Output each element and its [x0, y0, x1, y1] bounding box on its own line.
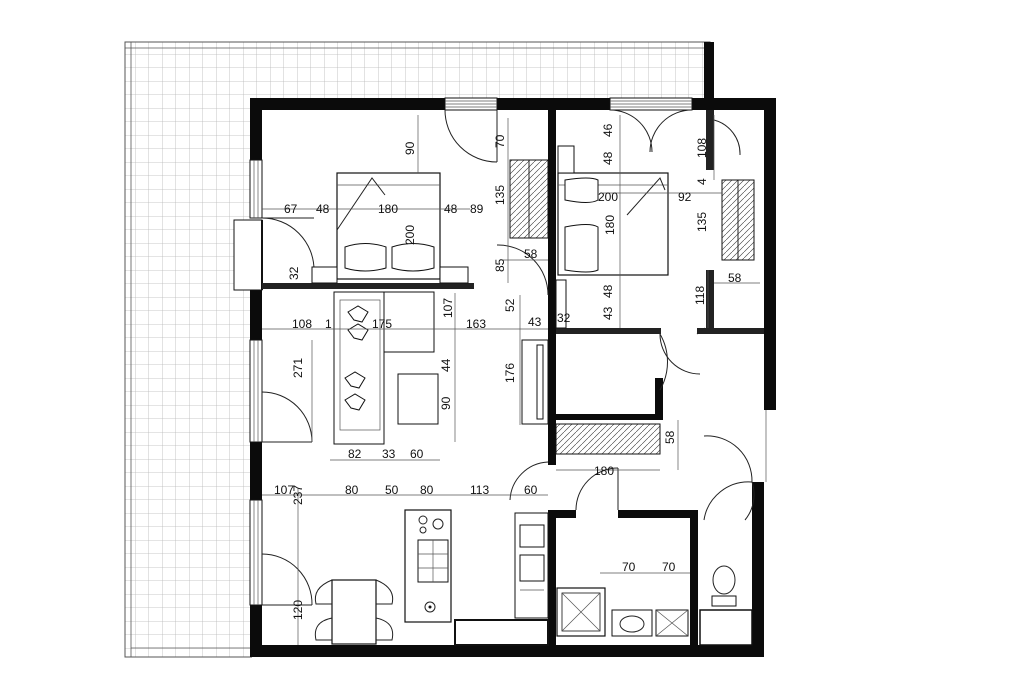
dim-label: 80 — [345, 483, 359, 497]
dim-label: 89 — [470, 202, 484, 216]
exterior-walls — [250, 98, 776, 657]
dim-label: 70 — [662, 560, 676, 574]
dim-label: 50 — [385, 483, 399, 497]
dim-label: 108 — [292, 317, 312, 331]
hall-wardrobe — [555, 423, 661, 455]
dim-label: 60 — [524, 483, 538, 497]
dim-label: 33 — [382, 447, 396, 461]
interior-walls — [262, 110, 764, 646]
dimension-labels: 180 200 90 67 48 48 89 70 135 85 58 200 … — [274, 123, 742, 620]
dim-label: 43 — [601, 306, 615, 320]
washing-machine — [655, 609, 689, 637]
dim-label: 58 — [524, 247, 538, 261]
dim-label: 90 — [403, 141, 417, 155]
dim-label: 46 — [601, 123, 615, 137]
dim-label: 48 — [601, 151, 615, 165]
dim-label: 120 — [291, 600, 305, 620]
window-left-bedroom — [233, 159, 263, 291]
dim-label: 48 — [316, 202, 330, 216]
dim-label: 58 — [728, 271, 742, 285]
dim-label: 70 — [493, 134, 507, 148]
wardrobe-left — [509, 159, 549, 239]
washbasin — [611, 609, 653, 637]
window-top-left — [444, 97, 498, 111]
dim-label: 67 — [284, 202, 298, 216]
dim-label: 108 — [695, 138, 709, 158]
dim-label: 271 — [291, 358, 305, 378]
toilet — [711, 565, 737, 607]
dim-label: 135 — [493, 185, 507, 205]
dimension-lines — [262, 115, 760, 645]
dim-label: 60 — [410, 447, 424, 461]
dim-label: 107 — [274, 483, 294, 497]
bed-left — [311, 172, 469, 284]
dim-label: 90 — [439, 396, 453, 410]
window-left-kitchen — [249, 499, 263, 606]
tv-unit — [521, 339, 549, 425]
dim-label: 85 — [493, 258, 507, 272]
dim-label: 82 — [348, 447, 362, 461]
dim-label: 118 — [693, 286, 707, 305]
sofa — [333, 291, 435, 445]
dim-label: 237 — [291, 485, 305, 505]
shower — [556, 587, 606, 637]
dim-label: 32 — [557, 311, 571, 325]
dim-label: 48 — [444, 202, 458, 216]
dim-label: 180 — [594, 464, 614, 478]
kitchen-island — [404, 509, 452, 623]
dim-label: 1 — [325, 317, 332, 331]
dim-label: 176 — [503, 363, 517, 383]
dim-label: 70 — [622, 560, 636, 574]
dim-label: 32 — [287, 266, 301, 280]
dim-label: 200 — [403, 225, 417, 245]
wardrobe-right — [721, 179, 755, 261]
dim-label: 200 — [598, 190, 618, 204]
dim-label: 4 — [695, 178, 709, 185]
dim-label: 163 — [466, 317, 486, 331]
dim-label: 107 — [441, 298, 455, 318]
kitchen-counter — [514, 512, 549, 619]
dim-label: 175 — [372, 317, 392, 331]
window-top-right — [609, 97, 693, 111]
dim-label: 44 — [439, 358, 453, 372]
dim-label: 92 — [678, 190, 692, 204]
door-swings — [261, 109, 755, 606]
window-left-living — [249, 339, 263, 443]
dim-label: 180 — [378, 202, 398, 216]
dim-label: 52 — [503, 298, 517, 312]
dim-label: 48 — [601, 284, 615, 298]
dim-label: 135 — [695, 212, 709, 232]
bed-right — [557, 145, 669, 276]
dim-label: 58 — [663, 430, 677, 444]
coffee-table — [397, 373, 439, 425]
dim-label: 113 — [470, 483, 489, 497]
dim-label: 80 — [420, 483, 434, 497]
dining-table — [314, 579, 394, 645]
dim-label: 180 — [603, 215, 617, 235]
dim-label: 43 — [528, 315, 542, 329]
entrance-opening — [764, 410, 776, 482]
